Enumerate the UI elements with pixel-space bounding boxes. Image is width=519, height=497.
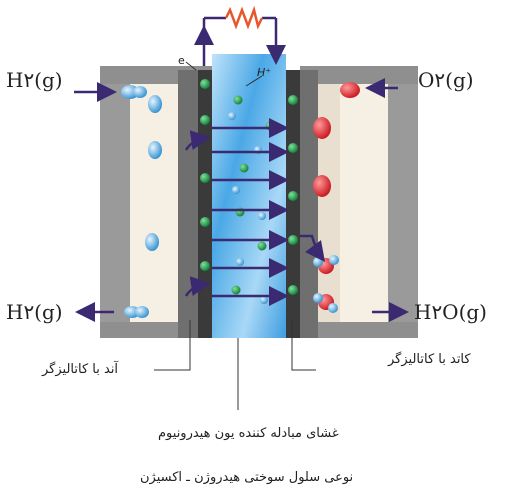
cathode-label: کاتد با کاتالیزگر bbox=[388, 352, 471, 367]
electron-label: e bbox=[178, 54, 185, 67]
h2-outlet-label: H۲(g) bbox=[6, 300, 63, 324]
leader-lines bbox=[154, 61, 316, 410]
h2o-outlet-label: H۲O(g) bbox=[414, 300, 487, 324]
h2-inlet-label: H۲(g) bbox=[6, 68, 63, 92]
catalyst-particles bbox=[200, 79, 298, 295]
o2-inlet-label: O۲(g) bbox=[418, 68, 474, 92]
anode-catalyst-layer bbox=[198, 70, 212, 338]
membrane-label: غشای مبادله کننده یون هیدرونیوم bbox=[158, 426, 339, 441]
resistor-icon bbox=[224, 5, 264, 30]
flow-arrows bbox=[74, 78, 409, 322]
oxygen-molecules bbox=[313, 82, 360, 197]
proton-label: H⁺ bbox=[257, 66, 272, 79]
hydrogen-molecules bbox=[121, 85, 162, 318]
anode-label: آند با کاتالیزگر bbox=[42, 362, 119, 377]
external-circuit bbox=[194, 16, 286, 66]
cathode-plate bbox=[298, 66, 418, 338]
caption: نوعی سلول سوختی هیدروژن ـ اکسیژن bbox=[140, 470, 354, 485]
cathode-catalyst-layer bbox=[286, 70, 300, 338]
hydronium-ions bbox=[228, 112, 268, 304]
